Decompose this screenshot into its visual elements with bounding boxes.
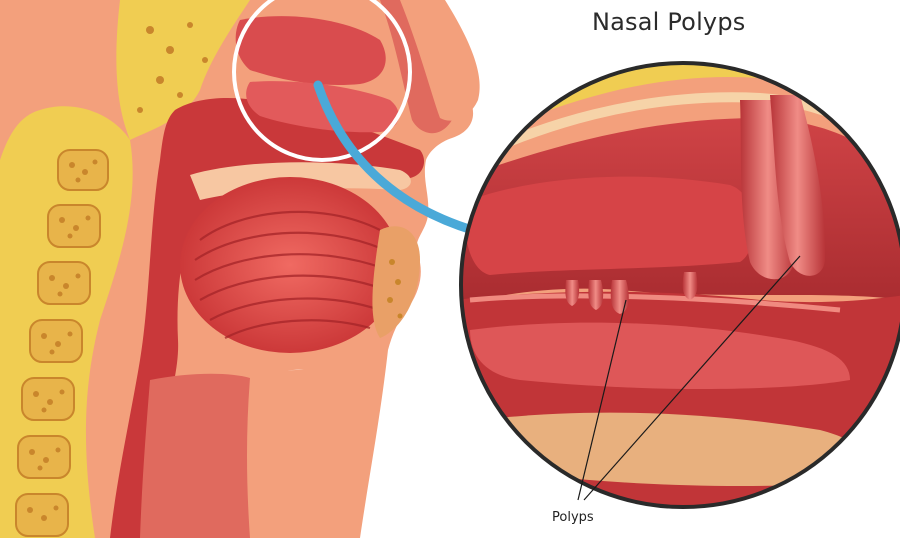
magnifier-ring <box>232 0 412 162</box>
small-polyp <box>682 272 698 300</box>
trachea <box>140 373 250 538</box>
small-polyp <box>588 280 604 310</box>
figure-title: Nasal Polyps <box>592 8 746 36</box>
lens-lower-ridge <box>470 322 850 389</box>
lens-turbinate <box>465 176 754 275</box>
zoom-lens <box>459 61 900 509</box>
polyp-pointer-lines <box>577 255 801 501</box>
pharynx <box>110 98 425 538</box>
vertebrae <box>15 149 109 537</box>
large-polyp <box>770 95 826 276</box>
lens-bottom-ridge <box>480 412 880 486</box>
skull-bone-spots <box>137 22 208 113</box>
vertebra-spots <box>27 159 98 521</box>
polyps-label: Polyps <box>552 510 594 525</box>
skull-base-bone <box>116 0 250 140</box>
nose <box>400 0 480 121</box>
lens-outline <box>459 61 900 509</box>
small-polyp <box>565 280 580 306</box>
neck <box>242 350 388 538</box>
large-polyps <box>740 95 826 280</box>
tongue-muscle-lines <box>194 210 389 339</box>
tooth-spots <box>387 259 403 319</box>
head-cross-section <box>0 0 480 538</box>
